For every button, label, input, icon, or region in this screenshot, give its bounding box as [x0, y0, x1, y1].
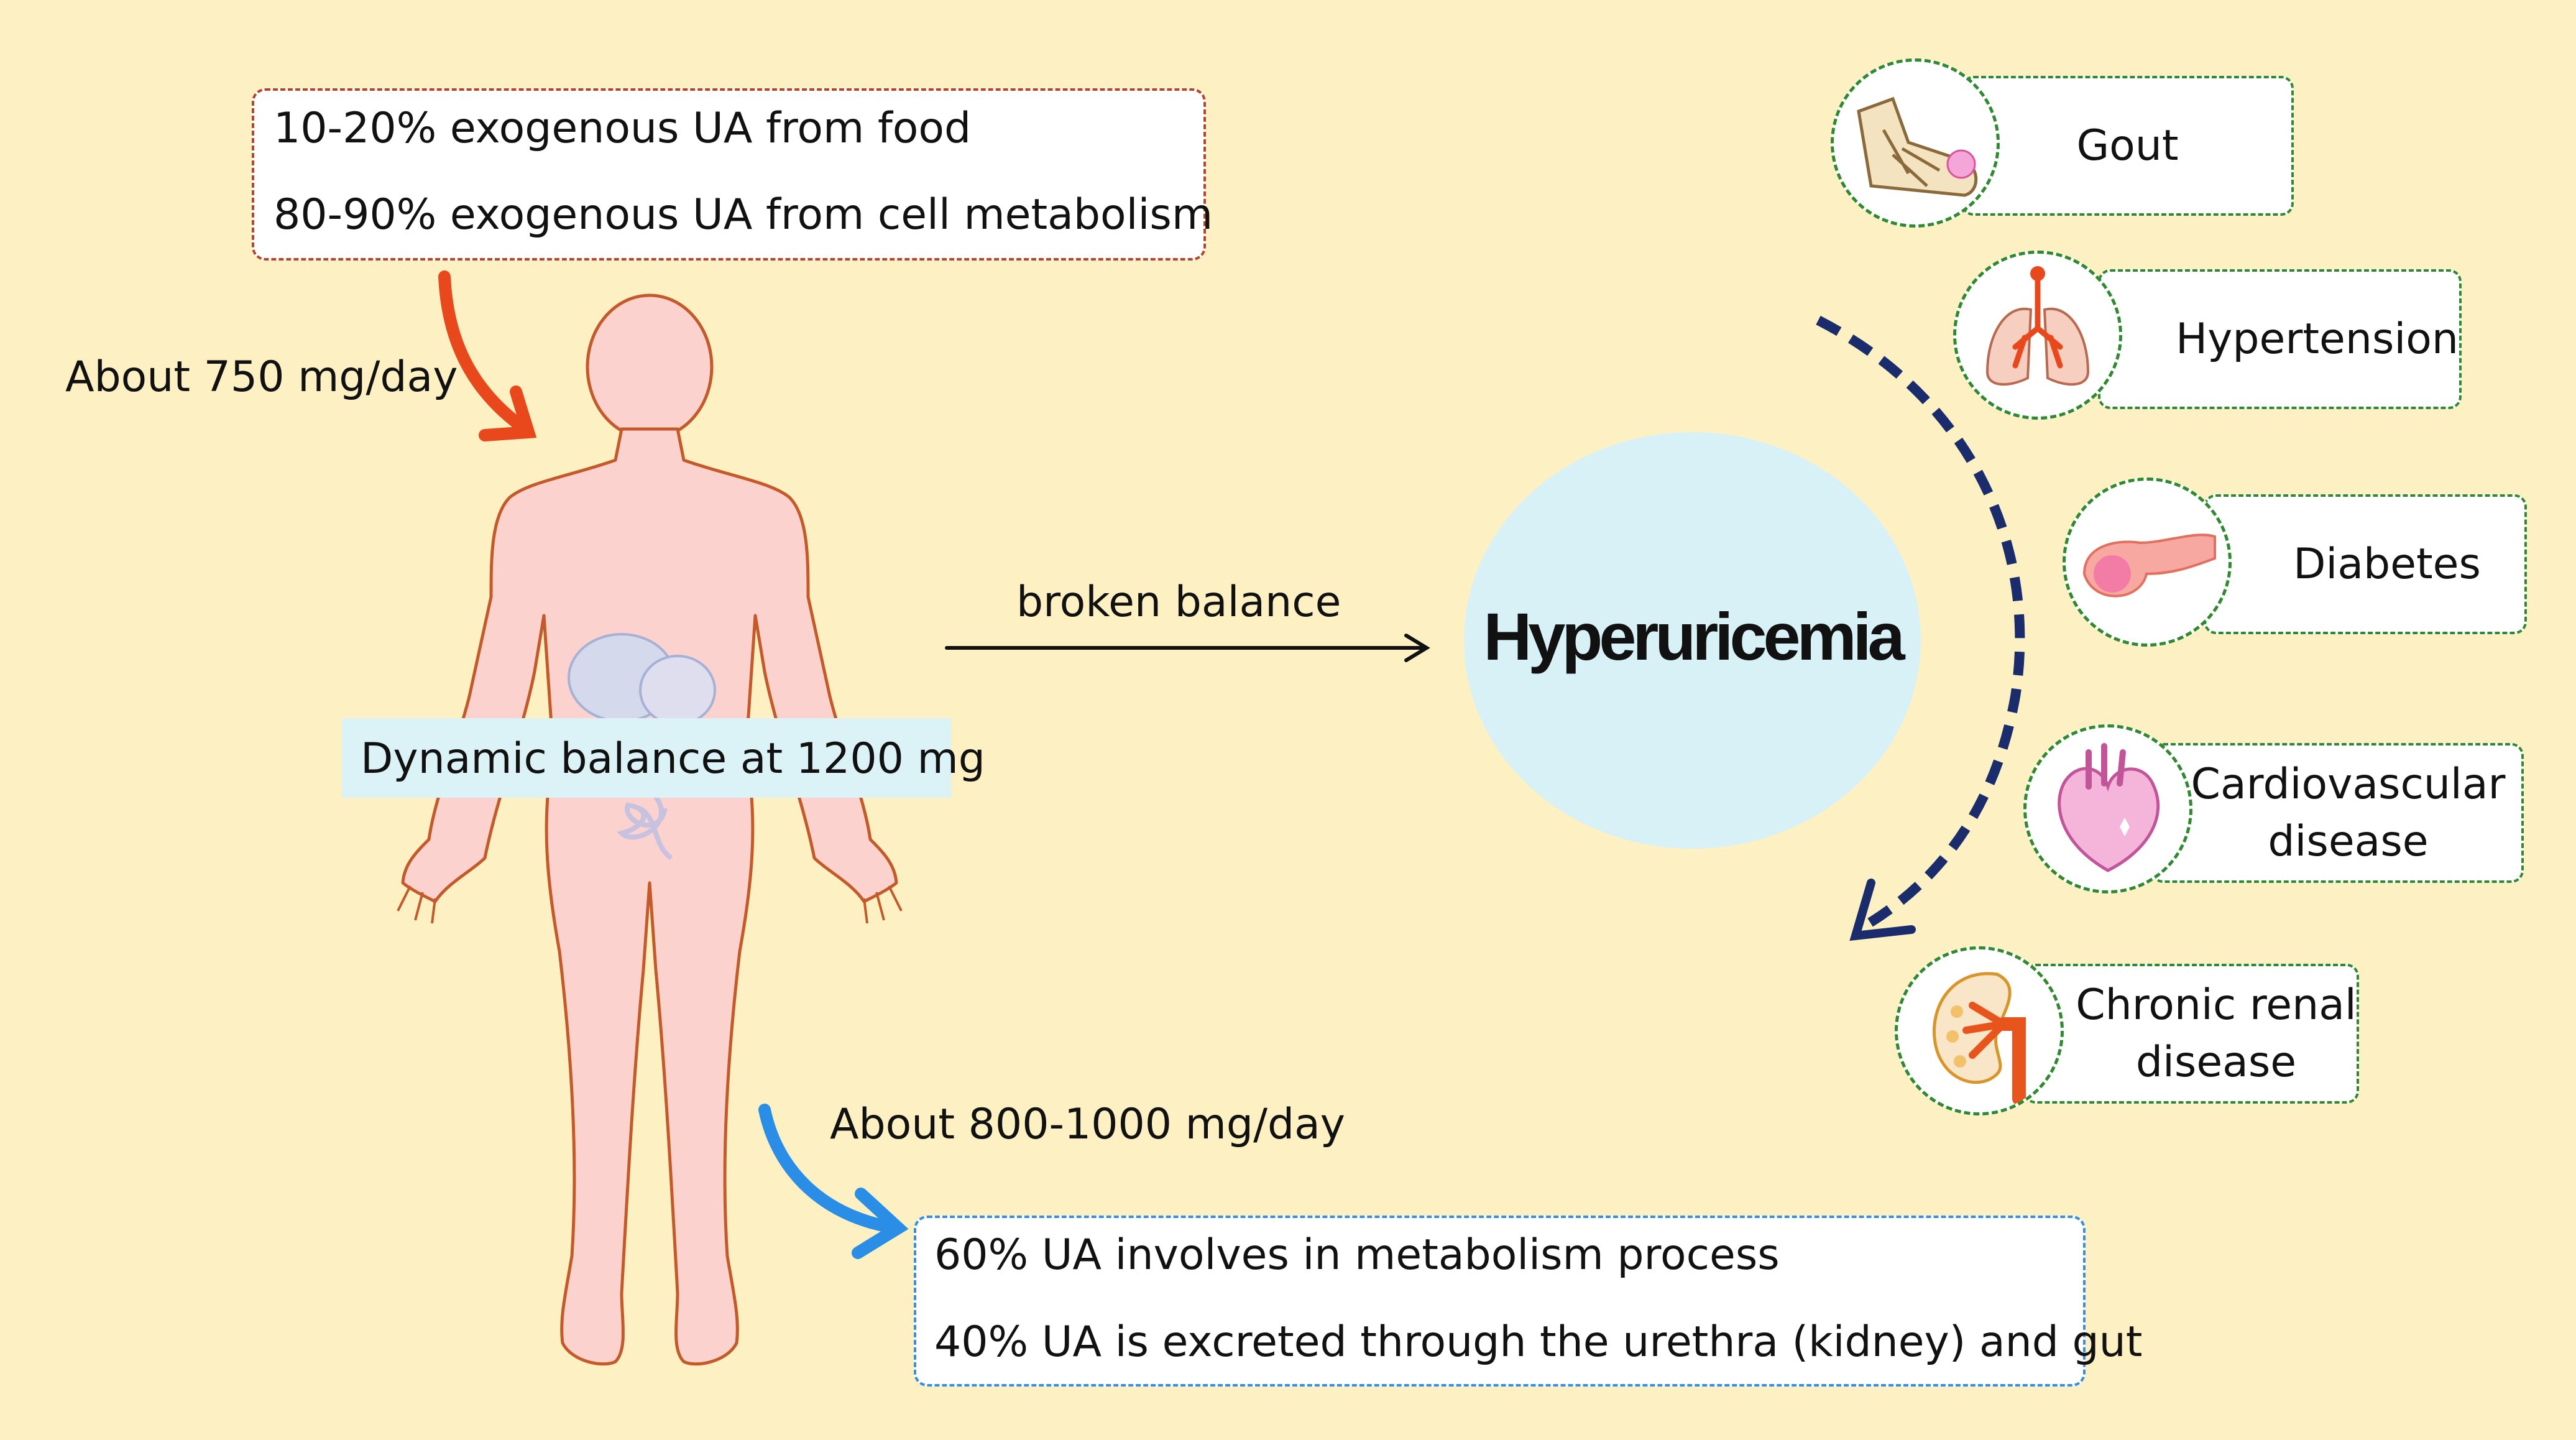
pancreas-icon: [2063, 478, 2232, 647]
output-line-metabolism: 60% UA involves in metabolism process: [934, 1230, 1780, 1280]
output-box: [914, 1216, 2086, 1387]
disease-cardiovascular-box: Cardiovascular disease: [2151, 743, 2524, 883]
organs-illustration: [568, 633, 716, 861]
balance-label-background: [342, 718, 951, 798]
lungs-icon: [1953, 251, 2122, 420]
heart-icon: [2023, 724, 2192, 893]
dynamic-balance-label: Dynamic balance at 1200 mg: [361, 734, 985, 783]
disease-renal-box: Chronic renal disease: [2023, 964, 2359, 1104]
intake-rate-label: About 750 mg/day: [65, 353, 458, 402]
intake-line-metabolism: 80-90% exogenous UA from cell metabolism: [274, 190, 1213, 239]
hands-feet-detail: [397, 885, 903, 924]
disease-diabetes-box: Diabetes: [2204, 494, 2527, 634]
disease-gout-label: Gout: [2076, 121, 2179, 170]
disease-arrowhead: [1849, 879, 1916, 941]
intake-arrow: [438, 270, 537, 441]
disease-cardiovascular-line1: Cardiovascular: [2191, 759, 2506, 809]
output-line-excretion: 40% UA is excreted through the urethra (…: [934, 1318, 2143, 1367]
kidney-icon: [1895, 946, 2064, 1115]
disease-hypertension-box: Hypertension: [2098, 269, 2462, 409]
disease-gout-box: Gout: [1961, 76, 2294, 216]
intake-line-food: 10-20% exogenous UA from food: [274, 104, 972, 153]
disease-hypertension-label: Hypertension: [2176, 314, 2459, 364]
broken-balance-arrow: [945, 634, 1430, 662]
hyperuricemia-circle: [1464, 432, 1921, 849]
disease-renal-line1: Chronic renal: [2076, 980, 2357, 1030]
disease-diabetes-label: Diabetes: [2293, 539, 2481, 589]
foot-gout-icon: [1831, 58, 2000, 228]
output-rate-label: About 800-1000 mg/day: [830, 1100, 1346, 1149]
intake-box: [252, 88, 1206, 261]
hyperuricemia-title: Hyperuricemia: [1483, 599, 1905, 674]
broken-balance-label: broken balance: [1016, 578, 1341, 627]
disease-arrow: [1816, 315, 2025, 934]
output-arrow: [758, 1104, 909, 1259]
disease-renal-line2: disease: [2135, 1037, 2297, 1087]
disease-cardiovascular-line2: disease: [2268, 816, 2429, 866]
